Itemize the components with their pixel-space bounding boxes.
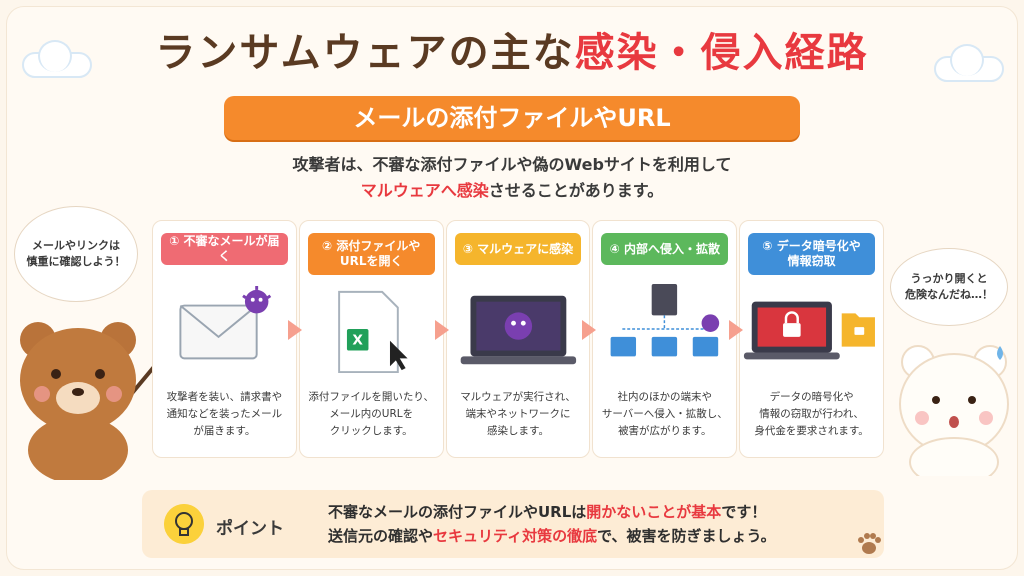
step-1-illustration xyxy=(179,286,272,360)
step-1-description: 攻撃者を装い、請求書や 通知などを装ったメール が届きます。 xyxy=(153,389,296,440)
bubble-right-line-2: 危険なんだね…！ xyxy=(905,288,993,301)
excel-file-icon xyxy=(337,290,399,374)
monitor-icon xyxy=(610,336,637,357)
point-line-2-b: で、被害を防ぎましょう。 xyxy=(597,527,776,545)
step-5-desc-line-3: 身代金を要求されます。 xyxy=(754,425,869,437)
step-2-desc-line-2: メール内のURLを xyxy=(329,408,414,420)
paw-icon xyxy=(858,533,881,554)
intro-line-2-rest: させることがあります。 xyxy=(488,181,664,200)
intro-line-2-highlight: マルウェアへ感染 xyxy=(360,181,489,200)
envelope-icon xyxy=(179,304,258,360)
page-title: ランサムウェアの主な感染・侵入経路 xyxy=(0,20,1024,78)
bubble-left-line-2: 慎重に確認しよう！ xyxy=(26,255,126,268)
point-box: ポイント 不審なメールの添付ファイルやURLは開かないことが基本です！ 送信元の… xyxy=(142,490,884,558)
point-label: ポイント xyxy=(216,519,284,539)
point-text: 不審なメールの添付ファイルやURLは開かないことが基本です！ 送信元の確認やセキ… xyxy=(328,500,776,548)
title-accent: 感染・侵入経路 xyxy=(574,30,869,76)
speech-bubble-left: メールやリンクは慎重に確認しよう！ xyxy=(14,206,138,302)
step-3-desc-line-1: マルウェアが実行され、 xyxy=(460,391,576,403)
step-1-desc-line-1: 攻撃者を装い、請求書や xyxy=(166,391,283,403)
step-4-header: ④ 内部へ侵入・拡散 xyxy=(601,233,729,265)
step-2-description: 添付ファイルを開いたり、 メール内のURLを クリックします。 xyxy=(300,389,443,440)
step-4-desc-line-3: 被害が広がります。 xyxy=(618,425,712,437)
flow-arrow-2 xyxy=(435,320,449,340)
intro-text: 攻撃者は、不審な添付ファイルや偽のWebサイトを利用して マルウェアへ感染させる… xyxy=(0,152,1024,204)
monitor-icon xyxy=(652,336,678,357)
step-1-desc-line-2: 通知などを装ったメール xyxy=(166,408,283,420)
step-card-5: ⑤ データ暗号化や情報窃取 データの暗号化や 情報の窃取が行われ、 身代金を要求… xyxy=(739,220,884,458)
svg-text:X: X xyxy=(352,333,363,349)
step-4-desc-line-1: 社内のほかの端末や xyxy=(617,391,713,403)
step-5-header-line-1: ⑤ データ暗号化や xyxy=(762,239,861,253)
flow-arrow-3 xyxy=(582,320,596,340)
step-card-4: ④ 内部へ侵入・拡散 社内のほかの端末や サーバーへ侵入・拡散し、 被害が広がり… xyxy=(592,220,738,458)
step-3-description: マルウェアが実行され、 端末やネットワークに 感染します。 xyxy=(447,389,590,440)
step-5-description: データの暗号化や 情報の窃取が行われ、 身代金を要求されます。 xyxy=(740,389,883,440)
subtitle-banner: メールの添付ファイルやURL xyxy=(224,96,800,140)
teacher-bear-illustration xyxy=(20,322,158,480)
step-2-header-line-1: ② 添付ファイルや xyxy=(322,239,421,253)
cloud-decoration-right xyxy=(934,44,1004,82)
server-icon xyxy=(652,284,678,316)
step-4-desc-line-2: サーバーへ侵入・拡散し、 xyxy=(601,408,728,420)
step-4-description: 社内のほかの端末や サーバーへ侵入・拡散し、 被害が広がります。 xyxy=(593,389,736,440)
monitor-icon xyxy=(693,336,719,357)
point-line-2-a: 送信元の確認や xyxy=(328,527,434,545)
step-1-header: ① 不審なメールが届く xyxy=(161,233,288,265)
cursor-icon xyxy=(389,340,408,371)
flow-arrow-4 xyxy=(729,320,743,340)
step-5-header-line-2: 情報窃取 xyxy=(787,254,836,268)
point-line-1-highlight: 開かないことが基本 xyxy=(586,503,722,521)
virus-icon xyxy=(242,286,272,314)
step-5-illustration xyxy=(744,301,876,360)
title-main: ランサムウェアの主な xyxy=(155,30,575,76)
flow-arrow-1 xyxy=(288,320,302,340)
lock-icon xyxy=(783,323,801,337)
step-card-3: ③ マルウェアに感染 マルウェアが実行され、 端末やネットワークに 感染します。 xyxy=(445,220,591,458)
steps-row: ① 不審なメールが届く 攻撃者を装い、請求書や 通知などを装ったメール が届きま… xyxy=(152,220,884,458)
bubble-left-line-1: メールやリンクは xyxy=(32,239,120,252)
virus-icon xyxy=(701,314,720,332)
worried-bear-illustration xyxy=(899,345,1009,476)
speech-bubble-right: うっかり開くと危険なんだね…！ xyxy=(890,248,1008,326)
step-5-header: ⑤ データ暗号化や情報窃取 xyxy=(748,233,875,275)
sweat-drop-icon xyxy=(997,346,1003,360)
cloud-decoration-left xyxy=(22,40,92,78)
step-3-header: ③ マルウェアに感染 xyxy=(454,233,582,265)
step-1-desc-line-3: が届きます。 xyxy=(193,425,256,437)
step-3-illustration xyxy=(460,295,576,365)
step-card-1: ① 不審なメールが届く 攻撃者を装い、請求書や 通知などを装ったメール が届きま… xyxy=(152,220,297,458)
step-5-desc-line-1: データの暗号化や xyxy=(769,391,854,403)
bubble-right-line-1: うっかり開くと xyxy=(910,272,988,285)
step-2-desc-line-3: クリックします。 xyxy=(329,425,413,437)
step-2-illustration: X xyxy=(337,290,408,374)
point-line-1-a: 不審なメールの添付ファイルやURLは xyxy=(328,503,587,521)
virus-icon xyxy=(504,312,532,340)
step-3-desc-line-3: 感染します。 xyxy=(487,425,549,437)
step-5-desc-line-2: 情報の窃取が行われ、 xyxy=(759,408,864,420)
step-2-header-line-2: URLを開く xyxy=(339,254,403,268)
point-line-1-b: です！ xyxy=(721,503,767,521)
point-line-2-highlight: セキュリティ対策の徹底 xyxy=(433,527,598,545)
lightbulb-icon xyxy=(164,504,204,544)
step-3-desc-line-2: 端末やネットワークに xyxy=(465,408,571,420)
step-2-desc-line-1: 添付ファイルを開いたり、 xyxy=(308,391,434,403)
intro-line-1: 攻撃者は、不審な添付ファイルや偽のWebサイトを利用して xyxy=(292,155,732,174)
step-4-illustration xyxy=(610,284,720,357)
